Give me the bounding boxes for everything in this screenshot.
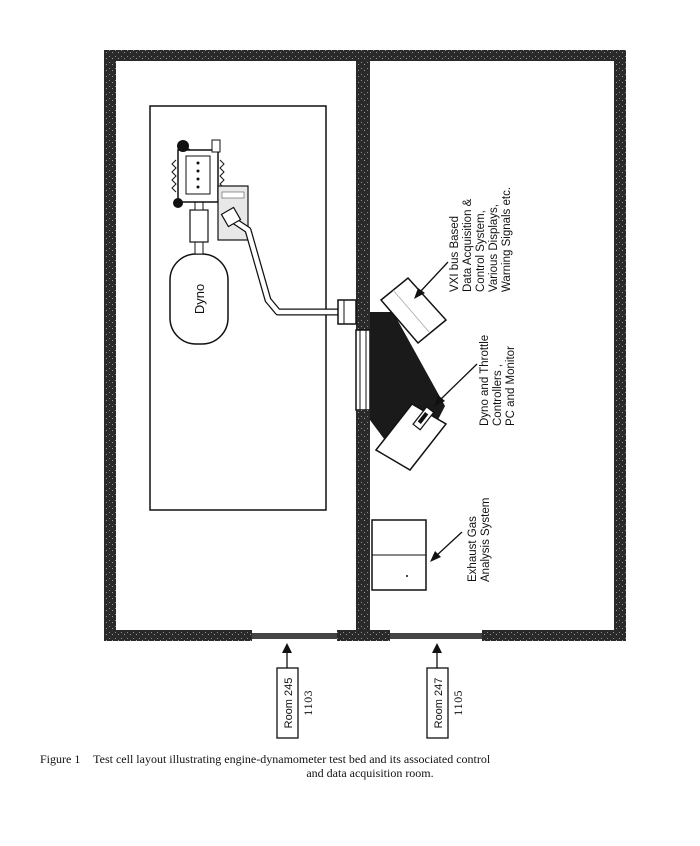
- left-room-top-wall: [104, 50, 366, 61]
- left-room-bottom-wall-a: [104, 630, 252, 641]
- controllers-label-line-1: Dyno and Throttle: [479, 335, 491, 426]
- exhaust-arrow: [430, 531, 463, 562]
- vxi-label-line-1: VXI bus Based: [449, 216, 461, 292]
- right-room-bottom-wall-b: [482, 630, 626, 641]
- exhaust-label-group: Exhaust Gas Analysis System: [467, 498, 492, 582]
- vxi-data-acquisition-unit: [379, 276, 448, 345]
- figure-number: Figure 1: [40, 752, 81, 766]
- room-245-label: Room 245: [283, 678, 295, 729]
- vxi-arrow: [414, 261, 449, 299]
- room-247-tag: Room 247 1105: [426, 643, 465, 739]
- room-245-tag: Room 245 1103: [276, 643, 315, 739]
- caption-text-1: Test cell layout illustrating engine-dyn…: [93, 752, 491, 766]
- right-room-bottom-wall-a: [370, 630, 390, 641]
- dyno-throttle-controllers-unit: [374, 403, 448, 471]
- left-room-door: [252, 633, 337, 639]
- room-247-number: 1105: [454, 690, 465, 715]
- right-room-right-wall: [614, 50, 626, 640]
- vxi-label-group: VXI bus Based Data Acquisition & Control…: [449, 187, 513, 292]
- right-room-walls: [370, 50, 626, 641]
- controllers-label-line-2: Controllers ,: [492, 364, 504, 426]
- controllers-label-line-3: PC and Monitor: [505, 346, 517, 426]
- wall-penetration: [337, 299, 357, 325]
- partition-wall: [355, 50, 371, 641]
- drive-shaft: [189, 201, 209, 255]
- controllers-label-group: Dyno and Throttle Controllers , PC and M…: [479, 335, 517, 426]
- vxi-label-line-2: Data Acquisition &: [462, 198, 474, 292]
- engine: [171, 139, 225, 208]
- partition-window-frame: [355, 329, 371, 411]
- left-room-walls: [104, 50, 367, 641]
- partition-wall-upper: [356, 50, 370, 330]
- vxi-label-line-4: Various Displays,: [488, 204, 500, 292]
- exhaust-label-line-2: Analysis System: [480, 498, 492, 582]
- dyno-label: Dyno: [192, 284, 207, 314]
- vxi-label-line-3: Control System,: [475, 210, 487, 292]
- left-room-bottom-wall-b: [337, 630, 367, 641]
- caption-line-2: and data acquisition room.: [306, 766, 434, 780]
- exhaust-label-line-1: Exhaust Gas: [467, 516, 479, 582]
- test-cell-layout-diagram: Dyno: [104, 50, 626, 739]
- engine-pulley-bottom: [173, 198, 183, 208]
- left-room-left-wall: [104, 50, 116, 640]
- room-245-number: 1103: [304, 690, 315, 715]
- caption-line-1: Figure 1 Test cell layout illustrating e…: [40, 752, 660, 766]
- partition-wall-lower: [356, 410, 370, 641]
- figure-caption: Figure 1 Test cell layout illustrating e…: [40, 752, 660, 780]
- dynamometer: Dyno: [169, 253, 229, 345]
- exhaust-pipe: [220, 206, 357, 325]
- controllers-arrow: [434, 363, 478, 407]
- room-247-label: Room 247: [433, 678, 445, 729]
- right-room-top-wall: [370, 50, 626, 61]
- exhaust-gas-analyzer: [371, 519, 427, 591]
- vxi-label-line-5: Warning Signals etc.: [501, 187, 513, 292]
- right-room-door: [390, 633, 482, 639]
